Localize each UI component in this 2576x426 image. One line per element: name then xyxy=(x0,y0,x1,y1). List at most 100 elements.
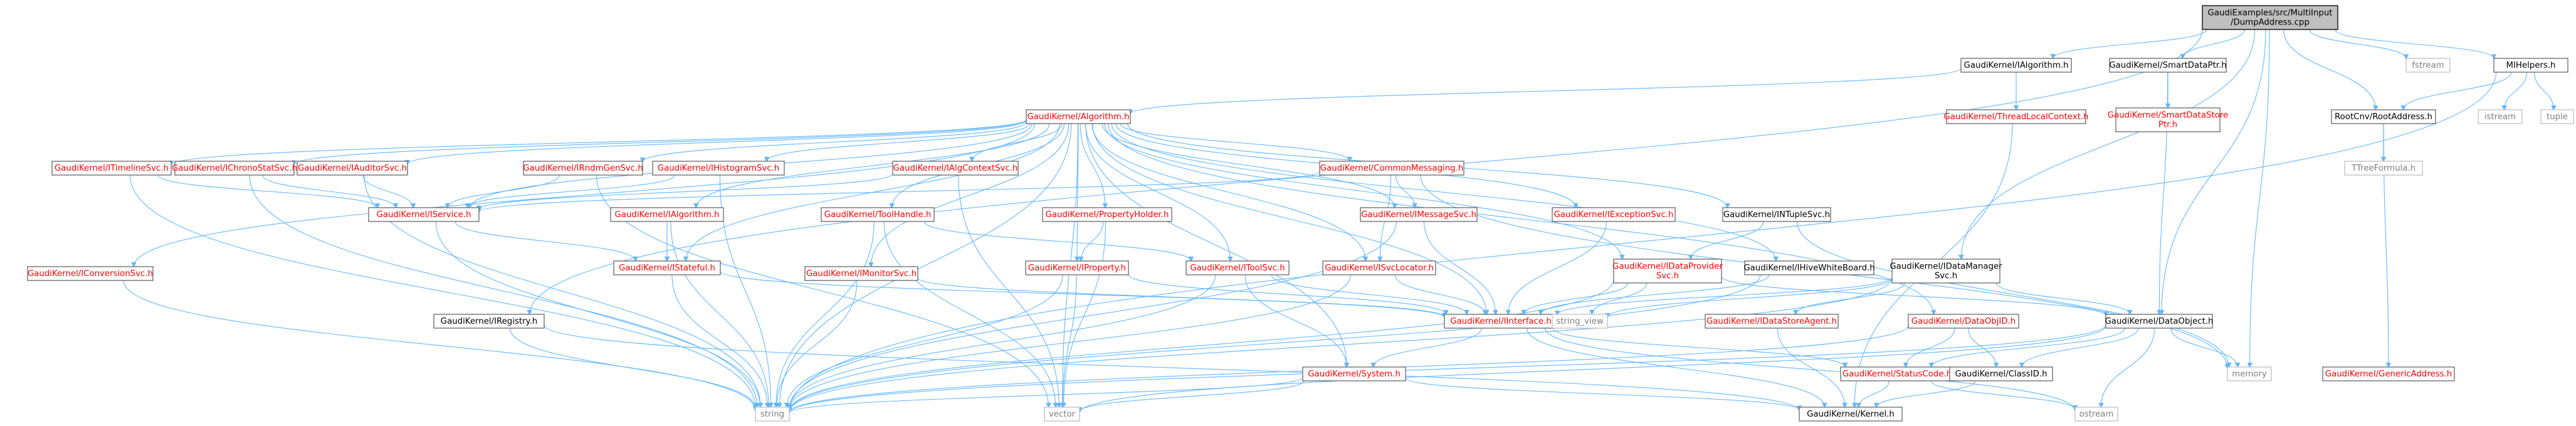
node-label: Svc.h xyxy=(1935,272,1957,281)
node-imonitorsvc[interactable]: GaudiKernel/IMonitorSvc.h xyxy=(804,266,918,281)
node-label: GaudiKernel/IAlgContextSvc.h xyxy=(893,164,1018,173)
edge-imonitorsvc-to-iinterface xyxy=(917,277,1444,317)
node-rootaddress[interactable]: RootCnv/RootAddress.h xyxy=(2331,109,2436,124)
node-box xyxy=(2344,161,2423,176)
node-itimelinesvc[interactable]: GaudiKernel/ITimelineSvc.h xyxy=(51,161,172,176)
node-iinterface[interactable]: GaudiKernel/IInterface.h xyxy=(1444,314,1558,329)
node-itoolsvc[interactable]: GaudiKernel/IToolSvc.h xyxy=(1185,260,1290,275)
edge-ichronostatsvc-to-iservice xyxy=(262,174,396,208)
node-ihivewhiteboard[interactable]: GaudiKernel/IHiveWhiteBoard.h xyxy=(1743,260,1875,275)
node-classid[interactable]: GaudiKernel/ClassID.h xyxy=(1949,366,2053,381)
node-box xyxy=(1552,314,1608,329)
node-box xyxy=(2227,366,2272,381)
edge-algorithm-to-dataobjid xyxy=(1108,123,1934,314)
node-label: GaudiKernel/IMessageSvc.h xyxy=(1361,210,1476,220)
node-ichronostatsvc[interactable]: GaudiKernel/IChronoStatSvc.h xyxy=(172,161,297,176)
edge-algorithm-to-ihivewhiteboard xyxy=(1111,123,1776,261)
node-box xyxy=(1705,314,1839,329)
node-idatastoreagent[interactable]: GaudiKernel/IDataStoreAgent.h xyxy=(1705,314,1839,329)
edge-algorithm-to-ialgorithm2 xyxy=(696,123,1050,208)
node-algorithm[interactable]: GaudiKernel/Algorithm.h xyxy=(1026,109,1131,124)
node-box xyxy=(1319,161,1464,176)
edge-intuplesvc-to-memory xyxy=(1797,221,2229,367)
edge-idataprovidersvc-to-string_view xyxy=(1592,282,1648,314)
node-iregistry[interactable]: GaudiKernel/IRegistry.h xyxy=(433,314,545,329)
node-label: GaudiKernel/CommonMessaging.h xyxy=(1320,164,1463,173)
node-ihistogramsvc[interactable]: GaudiKernel/IHistogramSvc.h xyxy=(652,161,785,176)
node-dataobjid[interactable]: GaudiKernel/DataObjID.h xyxy=(1908,314,2019,329)
edge-root-to-fstream xyxy=(2309,29,2406,58)
node-box xyxy=(1044,407,1080,422)
node-iconversionsvc[interactable]: GaudiKernel/IConversionSvc.h xyxy=(27,266,154,281)
node-kernel[interactable]: GaudiKernel/Kernel.h xyxy=(1799,407,1903,422)
node-threadlocal[interactable]: GaudiKernel/ThreadLocalContext.h xyxy=(1944,109,2089,124)
node-root[interactable]: GaudiExamples/src/MultiInput/DumpAddress… xyxy=(2202,5,2338,30)
node-irndmgensvc[interactable]: GaudiKernel/IRndmGenSvc.h xyxy=(523,161,643,176)
node-label: GaudiKernel/IHistogramSvc.h xyxy=(658,164,779,173)
node-genericaddress[interactable]: GaudiKernel/GenericAddress.h xyxy=(2322,366,2455,381)
node-label: GaudiKernel/ClassID.h xyxy=(1955,370,2047,379)
node-iproperty[interactable]: GaudiKernel/IProperty.h xyxy=(1025,260,1129,275)
node-ostream: ostream xyxy=(2074,407,2118,422)
node-mihelpers[interactable]: MIHelpers.h xyxy=(2493,58,2568,73)
node-label: MIHelpers.h xyxy=(2506,61,2556,70)
node-label: GaudiKernel/Algorithm.h xyxy=(1027,112,1129,122)
dependency-edges xyxy=(123,29,2553,413)
node-box xyxy=(297,161,408,176)
edge-mihelpers-to-rootaddress xyxy=(2404,72,2512,110)
edge-root-to-ialgorithm_h xyxy=(2053,29,2207,58)
node-iauditorsvc[interactable]: GaudiKernel/IAuditorSvc.h xyxy=(297,161,408,176)
edge-dataobject-to-vector xyxy=(1080,326,2106,412)
node-vector: vector xyxy=(1044,407,1080,422)
node-box xyxy=(2540,109,2574,124)
node-label: GaudiKernel/DataObjID.h xyxy=(1911,317,2016,326)
edge-system-to-string xyxy=(789,377,1303,413)
node-iexceptionsvc[interactable]: GaudiKernel/IExceptionSvc.h xyxy=(1552,207,1676,222)
node-tuple: tuple xyxy=(2540,109,2574,124)
node-ialgcontextsvc[interactable]: GaudiKernel/IAlgContextSvc.h xyxy=(892,161,1019,176)
node-commonmessaging[interactable]: GaudiKernel/CommonMessaging.h xyxy=(1319,161,1464,176)
node-ialgorithm_h[interactable]: GaudiKernel/IAlgorithm.h xyxy=(1960,58,2072,73)
node-label: GaudiKernel/GenericAddress.h xyxy=(2325,370,2452,379)
edge-ialgorithm_h-to-algorithm xyxy=(1130,68,1962,114)
edge-root-to-idatamanagersvc xyxy=(1961,29,2256,259)
edge-itoolsvc-to-string xyxy=(789,274,1216,409)
node-toolhandle[interactable]: GaudiKernel/ToolHandle.h xyxy=(821,207,935,222)
edge-algorithm-to-iauditorsvc xyxy=(407,120,1027,164)
node-box xyxy=(1185,260,1290,275)
node-box xyxy=(755,407,790,422)
node-isvclocator[interactable]: GaudiKernel/ISvcLocator.h xyxy=(1322,260,1436,275)
node-box xyxy=(2074,407,2118,422)
edge-idatamanagersvc-to-string xyxy=(789,277,1893,412)
edge-algorithm-to-imonitorsvc xyxy=(871,123,1070,267)
edge-commonmessaging-to-imessagesvc xyxy=(1395,174,1414,208)
edge-iregistry-to-string xyxy=(510,327,755,408)
edge-ihivewhiteboard-to-iinterface xyxy=(1541,274,1770,314)
node-istateful[interactable]: GaudiKernel/IStateful.h xyxy=(613,260,721,275)
node-dataobject[interactable]: GaudiKernel/DataObject.h xyxy=(2105,314,2214,329)
node-box xyxy=(1302,366,1406,381)
edge-iservice-to-istateful xyxy=(455,221,636,261)
node-label: GaudiKernel/SmartDataStore xyxy=(2108,111,2228,120)
edge-dataobject-to-ostream xyxy=(2101,327,2155,407)
node-ialgorithm2[interactable]: GaudiKernel/IAlgorithm.h xyxy=(610,207,724,222)
node-statuscode[interactable]: GaudiKernel/StatusCode.h xyxy=(1840,366,1954,381)
node-propertyholder[interactable]: GaudiKernel/PropertyHolder.h xyxy=(1042,207,1172,222)
node-box xyxy=(821,207,935,222)
node-label: GaudiKernel/IAuditorSvc.h xyxy=(298,164,407,173)
node-box xyxy=(1613,258,1722,284)
node-label: fstream xyxy=(2412,61,2444,70)
edge-algorithm-to-ichronostatsvc xyxy=(294,119,1027,164)
node-smartdataptr[interactable]: GaudiKernel/SmartDataPtr.h xyxy=(2109,58,2227,73)
node-box xyxy=(433,314,545,329)
edge-algorithm-to-iinterface xyxy=(1092,123,1487,314)
node-iservice[interactable]: GaudiKernel/IService.h xyxy=(368,207,480,222)
node-imessagesvc[interactable]: GaudiKernel/IMessageSvc.h xyxy=(1360,207,1478,222)
node-system[interactable]: GaudiKernel/System.h xyxy=(1302,366,1406,381)
node-intuplesvc[interactable]: GaudiKernel/INTupleSvc.h xyxy=(1722,207,1831,222)
node-box xyxy=(2331,109,2436,124)
node-label: GaudiKernel/Kernel.h xyxy=(1807,410,1895,419)
